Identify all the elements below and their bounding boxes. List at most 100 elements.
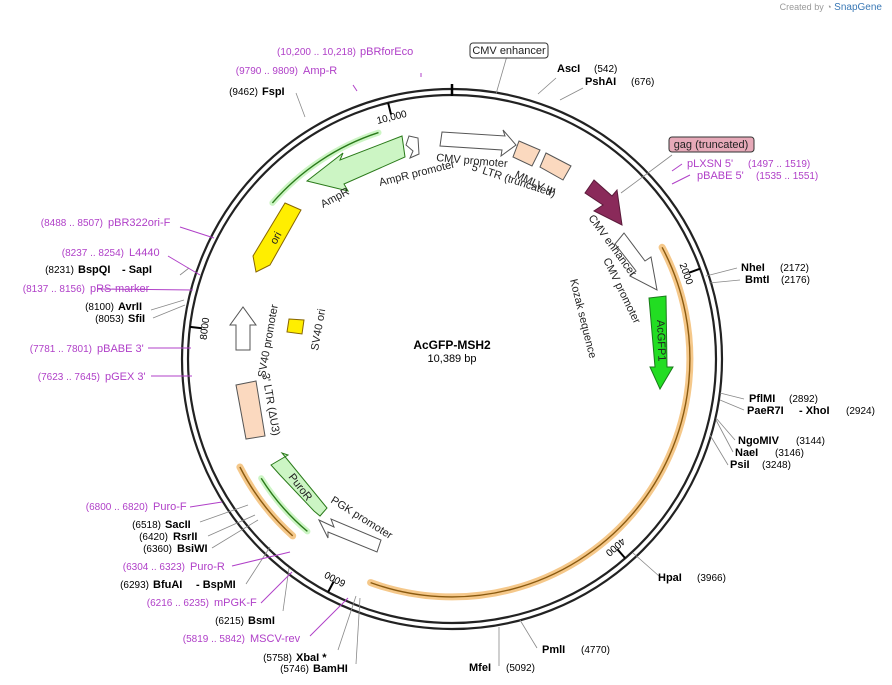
enzyme-label[interactable]: BspQI	[78, 264, 110, 276]
enzyme-label[interactable]: BsiWI	[177, 543, 208, 555]
enzyme-label[interactable]: NaeI	[735, 447, 758, 459]
enzyme-label-alt[interactable]: - SapI	[122, 264, 152, 276]
tick-label: 10,000	[376, 109, 409, 127]
tick-mark	[387, 102, 393, 115]
ori-arrow[interactable]	[252, 202, 302, 273]
primer-range: (6304 .. 6323)	[123, 562, 185, 573]
primer-label[interactable]: pGEX 3'	[105, 371, 146, 383]
enzyme-pos: (3144)	[796, 436, 825, 447]
ampr-promoter-arrow[interactable]	[405, 135, 420, 159]
tick-label: 8000	[199, 317, 213, 341]
logo-prefix: Created by	[779, 2, 824, 12]
enzyme-label[interactable]: MfeI	[469, 662, 491, 674]
leader-lines	[150, 55, 745, 666]
enzyme-label[interactable]: BsmI	[248, 615, 275, 627]
enzyme-label[interactable]: XbaI *	[296, 652, 327, 664]
primer-range: (5819 .. 5842)	[183, 634, 245, 645]
enzyme-label[interactable]: NheI	[741, 262, 765, 274]
primer-range: (7781 .. 7801)	[30, 344, 92, 355]
cmv-enhancer-arrow[interactable]	[614, 232, 658, 291]
enzyme-pos: (5758)	[263, 653, 292, 664]
ltr3-arrow[interactable]	[235, 380, 266, 440]
enzyme-label[interactable]: AvrII	[118, 301, 142, 313]
enzyme-pos: (5746)	[280, 664, 309, 675]
orf-core-ampr	[271, 131, 379, 204]
enzyme-label-alt[interactable]: - BspMI	[196, 579, 236, 591]
primer-label[interactable]: pBABE 3'	[97, 343, 144, 355]
orf-highlight-acgfp-msh2	[367, 243, 694, 601]
enzyme-pos: (6420)	[139, 532, 168, 543]
tick-label: 6000	[323, 568, 348, 588]
sv40-ori-box[interactable]	[286, 318, 305, 335]
gag-truncated-arrow[interactable]	[584, 179, 623, 226]
enzyme-label[interactable]: PshAI	[585, 76, 616, 88]
primer-range: (6216 .. 6235)	[147, 598, 209, 609]
enzyme-pos: (6360)	[143, 544, 172, 555]
enzyme-pos: (4770)	[581, 645, 610, 656]
primer-markers	[97, 73, 691, 637]
enzyme-pos: (2924)	[846, 406, 875, 417]
primer-label[interactable]: pBRforEco	[360, 46, 413, 58]
primer-range: (6800 .. 6820)	[86, 502, 148, 513]
puror-arrow[interactable]	[270, 451, 328, 517]
primer-range: (7623 .. 7645)	[38, 372, 100, 383]
primer-range: (9790 .. 9809)	[236, 66, 298, 77]
enzyme-label[interactable]: NgoMIV	[738, 435, 780, 447]
enzyme-label[interactable]: BamHI	[313, 663, 348, 675]
enzyme-pos: (676)	[631, 77, 654, 88]
primer-label[interactable]: Puro-R	[190, 561, 225, 573]
enzyme-label[interactable]: BmtI	[745, 274, 769, 286]
ampr-arrow[interactable]	[305, 135, 406, 192]
enzyme-label[interactable]: PsiI	[730, 459, 750, 471]
primer-label[interactable]: pLXSN 5'	[687, 158, 733, 170]
enzyme-label[interactable]: HpaI	[658, 572, 682, 584]
enzyme-pos: (9462)	[229, 87, 258, 98]
snapgene-watermark: Created by ◔ SnapGene	[780, 2, 882, 13]
primer-range: (1497 .. 1519)	[748, 159, 810, 170]
logo-brand: SnapGene	[834, 2, 882, 13]
primer-range: (10,200 .. 10,218)	[277, 47, 356, 58]
primer-label[interactable]: pBABE 5'	[697, 170, 744, 182]
mmlv-psi-arrow[interactable]	[539, 152, 572, 181]
feature-label: AmpR	[319, 186, 352, 211]
plasmid-name: AcGFP-MSH2	[413, 338, 491, 352]
feature-label: SV40 promoter	[256, 303, 281, 378]
enzyme-label[interactable]: SacII	[165, 519, 191, 531]
enzyme-label[interactable]: BfuAI	[153, 579, 182, 591]
sv40-promoter-arrow[interactable]	[229, 306, 257, 351]
enzyme-label[interactable]: AscI	[557, 63, 580, 75]
enzyme-label[interactable]: FspI	[262, 86, 285, 98]
primer-label[interactable]: pRS-marker	[90, 283, 150, 295]
primer-label[interactable]: pBR322ori-F	[108, 217, 171, 229]
enzyme-label[interactable]: PflMI	[749, 393, 775, 405]
enzyme-pos: (3146)	[775, 448, 804, 459]
enzyme-label[interactable]: SfiI	[128, 313, 145, 325]
feature-label: SV40 ori	[309, 308, 328, 352]
pgk-promoter-arrow[interactable]	[317, 518, 382, 553]
tick-mark	[327, 581, 335, 593]
orf-core-puror	[260, 477, 308, 532]
enzyme-pos: (3966)	[697, 573, 726, 584]
cmv-promoter-arrow[interactable]	[439, 129, 517, 158]
enzyme-label[interactable]: RsrII	[173, 531, 197, 543]
primer-range: (1535 .. 1551)	[756, 171, 818, 182]
primer-label[interactable]: MSCV-rev	[250, 633, 301, 645]
enzyme-label-alt[interactable]: - XhoI	[799, 405, 830, 417]
feature-label: Kozak sequence	[567, 278, 598, 360]
tick-mark	[616, 548, 626, 559]
ltr5-arrow[interactable]	[512, 140, 541, 167]
primer-range: (8488 .. 8507)	[41, 218, 103, 229]
enzyme-label[interactable]: PaeR7I	[747, 405, 784, 417]
primer-label[interactable]: mPGK-F	[214, 597, 257, 609]
plasmid-length: 10,389 bp	[428, 353, 477, 365]
primer-label[interactable]: L4440	[129, 247, 160, 259]
primer-label[interactable]: Puro-F	[153, 501, 187, 513]
acgfp1-arrow[interactable]	[648, 295, 674, 391]
enzyme-pos: (6215)	[215, 616, 244, 627]
enzyme-label[interactable]: PmlI	[542, 644, 565, 656]
tick-mark	[189, 325, 203, 330]
enzyme-pos: (2176)	[781, 275, 810, 286]
primer-label[interactable]: Amp-R	[303, 65, 337, 77]
